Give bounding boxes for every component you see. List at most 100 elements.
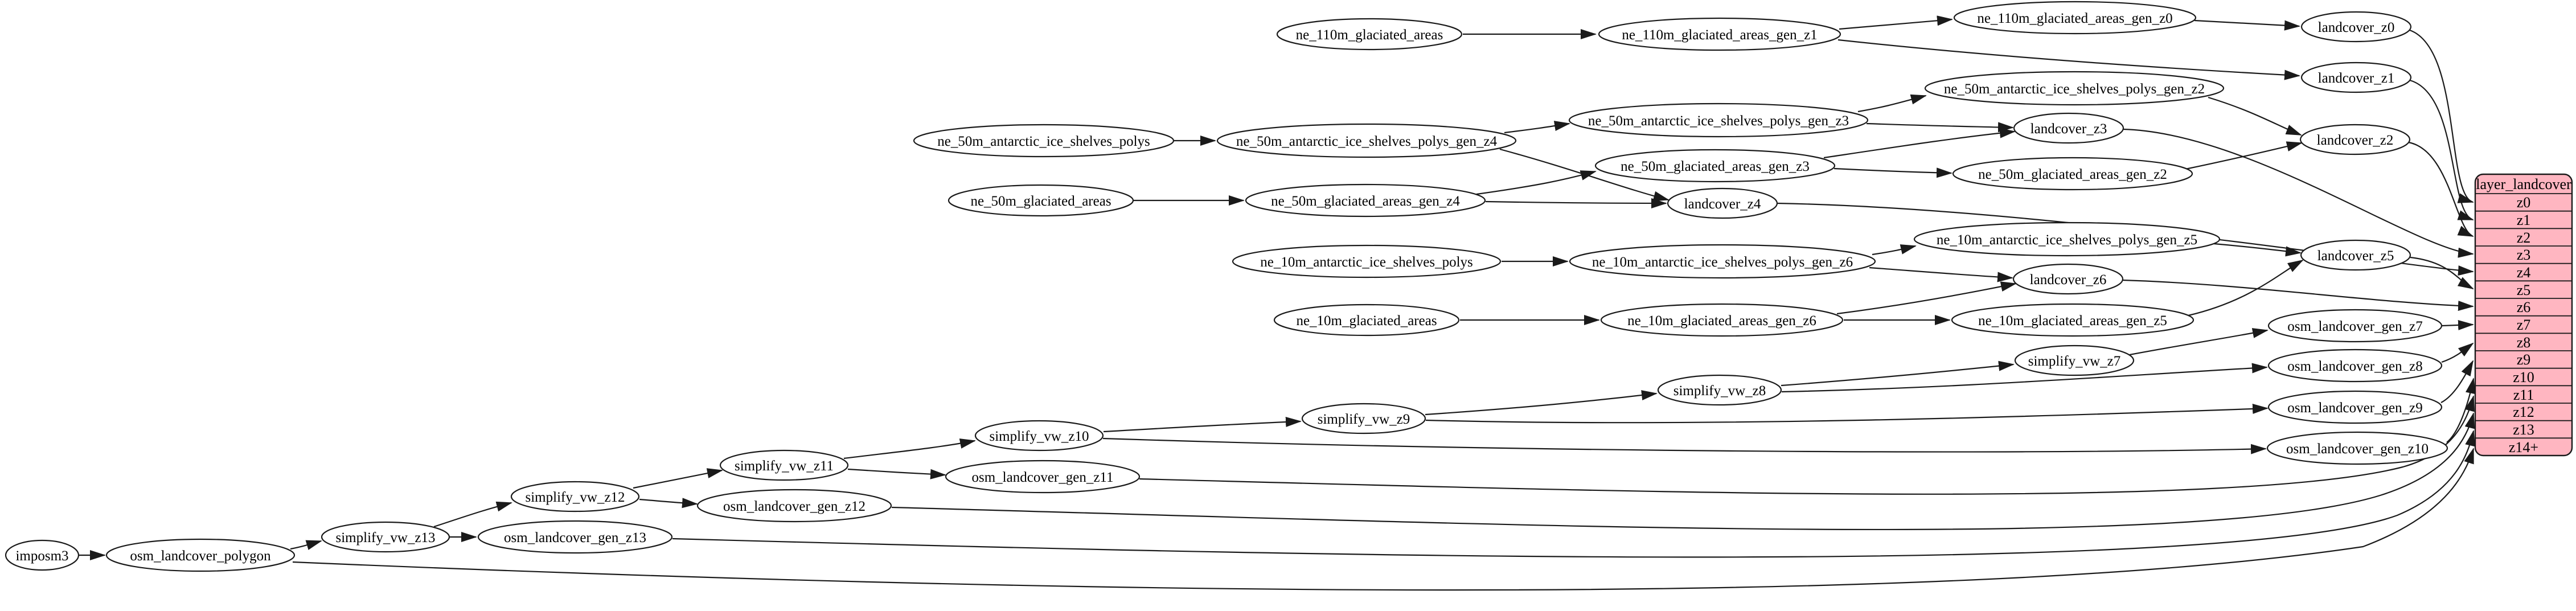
node-osm_landcover_gen_z7-shape xyxy=(2267,309,2443,343)
node-landcover_z4-shape xyxy=(1667,187,1778,219)
edge-osm_landcover_polygon-simplify_vw_z13 xyxy=(290,540,322,550)
edge-simplify_vw_z9-simplify_vw_z8 xyxy=(1425,390,1658,416)
node-ne_50m_glaciated_areas_gen_z2-label: ne_50m_glaciated_areas_gen_z2 xyxy=(1978,167,2167,182)
node-ne_10m_antarctic_ice_shelves_polys: ne_10m_antarctic_ice_shelves_polys xyxy=(1232,244,1502,278)
node-ne_50m_antarctic_ice_shelves_polys: ne_50m_antarctic_ice_shelves_polys xyxy=(913,124,1175,158)
table-row-z6: z6 xyxy=(2517,299,2531,315)
node-ne_10m_antarctic_ice_shelves_polys_gen_z5: ne_10m_antarctic_ice_shelves_polys_gen_z… xyxy=(1913,222,2221,257)
node-simplify_vw_z11: simplify_vw_z11 xyxy=(719,449,849,481)
node-simplify_vw_z12-label: simplify_vw_z12 xyxy=(526,490,625,505)
node-simplify_vw_z11-shape xyxy=(719,449,849,481)
node-ne_10m_glaciated_areas_gen_z5: ne_10m_glaciated_areas_gen_z5 xyxy=(1951,303,2194,337)
table-row-z3: z3 xyxy=(2517,247,2531,263)
node-ne_50m_antarctic_ice_shelves_polys-label: ne_50m_antarctic_ice_shelves_polys xyxy=(937,134,1150,149)
edge-landcover_z2-layer_landcover-z2 xyxy=(2408,141,2474,237)
node-simplify_vw_z8-shape xyxy=(1657,374,1782,406)
edge-simplify_vw_z12-osm_landcover_gen_z12 xyxy=(639,498,698,509)
node-ne_110m_glaciated_areas_gen_z1-label: ne_110m_glaciated_areas_gen_z1 xyxy=(1622,27,1817,43)
node-imposm3-label: imposm3 xyxy=(15,548,68,564)
edge-landcover_z1-layer_landcover-z1 xyxy=(2409,79,2474,221)
node-ne_110m_glaciated_areas_gen_z0-label: ne_110m_glaciated_areas_gen_z0 xyxy=(1977,11,2172,26)
node-ne_110m_glaciated_areas_gen_z0-shape xyxy=(1953,1,2197,35)
node-osm_landcover_gen_z9-shape xyxy=(2267,390,2443,424)
node-ne_10m_antarctic_ice_shelves_polys_gen_z5-label: ne_10m_antarctic_ice_shelves_polys_gen_z… xyxy=(1937,232,2197,248)
node-simplify_vw_z7: simplify_vw_z7 xyxy=(2014,345,2135,376)
node-ne_110m_glaciated_areas_gen_z0: ne_110m_glaciated_areas_gen_z0 xyxy=(1953,1,2197,35)
edge-simplify_vw_z11-osm_landcover_gen_z11 xyxy=(847,468,946,479)
node-ne_50m_antarctic_ice_shelves_polys-shape xyxy=(913,124,1175,158)
node-osm_landcover_gen_z12: osm_landcover_gen_z12 xyxy=(696,489,892,523)
edge-landcover_z0-layer_landcover-z0 xyxy=(2409,29,2474,203)
node-ne_50m_glaciated_areas_gen_z4: ne_50m_glaciated_areas_gen_z4 xyxy=(1245,183,1486,218)
node-ne_10m_glaciated_areas_gen_z6: ne_10m_glaciated_areas_gen_z6 xyxy=(1600,303,1844,337)
node-osm_landcover_gen_z10: osm_landcover_gen_z10 xyxy=(2266,431,2448,465)
node-ne_10m_antarctic_ice_shelves_polys-shape xyxy=(1232,244,1502,278)
edge-ne_50m_glaciated_areas_gen_z3-landcover_z3 xyxy=(1823,128,2016,159)
node-simplify_vw_z13: simplify_vw_z13 xyxy=(321,521,450,553)
node-simplify_vw_z10: simplify_vw_z10 xyxy=(974,420,1104,452)
edge-osm_landcover_polygon-layer_landcover-z14 xyxy=(292,448,2475,591)
node-landcover_z2-label: landcover_z2 xyxy=(2317,133,2394,148)
edge-ne_50m_antarctic_ice_shelves_polys_gen_z2-landcover_z2 xyxy=(2208,96,2302,136)
table-row-z4: z4 xyxy=(2517,264,2531,281)
edge-osm_landcover_gen_z13-layer_landcover-z13 xyxy=(672,430,2475,558)
table-row-z1: z1 xyxy=(2517,212,2531,228)
edge-ne_50m_glaciated_areas_gen_z3-ne_50m_glaciated_areas_gen_z2 xyxy=(1833,167,1952,178)
node-landcover_z0: landcover_z0 xyxy=(2300,11,2412,43)
node-ne_50m_glaciated_areas_gen_z2: ne_50m_glaciated_areas_gen_z2 xyxy=(1952,157,2193,191)
node-ne_10m_glaciated_areas-label: ne_10m_glaciated_areas xyxy=(1296,313,1437,329)
edge-simplify_vw_z10-simplify_vw_z9 xyxy=(1103,417,1302,433)
node-ne_10m_glaciated_areas_gen_z6-label: ne_10m_glaciated_areas_gen_z6 xyxy=(1627,313,1816,329)
node-ne_50m_glaciated_areas_gen_z2-shape xyxy=(1952,157,2193,191)
node-osm_landcover_gen_z10-label: osm_landcover_gen_z10 xyxy=(2286,441,2429,457)
nodes: imposm3 osm_landcover_polygon simplify_v… xyxy=(5,1,2448,572)
edge-osm_landcover_gen_z10-layer_landcover-z10 xyxy=(2446,378,2476,443)
edge-simplify_vw_z11-simplify_vw_z10 xyxy=(843,438,976,460)
node-simplify_vw_z10-label: simplify_vw_z10 xyxy=(990,429,1089,444)
node-simplify_vw_z9: simplify_vw_z9 xyxy=(1301,403,1426,434)
node-landcover_z5-label: landcover_z5 xyxy=(2317,248,2394,264)
node-osm_landcover_gen_z9: osm_landcover_gen_z9 xyxy=(2267,390,2443,424)
edge-ne_10m_antarctic_ice_shelves_polys_gen_z5-landcover_z5 xyxy=(2213,243,2302,257)
node-ne_50m_glaciated_areas-shape xyxy=(947,184,1134,217)
node-simplify_vw_z7-shape xyxy=(2014,345,2135,376)
node-osm_landcover_gen_z8: osm_landcover_gen_z8 xyxy=(2267,348,2443,383)
edge-ne_50m_antarctic_ice_shelves_polys_gen_z3-landcover_z3 xyxy=(1866,122,2014,133)
edge-osm_landcover_gen_z8-layer_landcover-z8 xyxy=(2441,342,2474,363)
node-simplify_vw_z13-shape xyxy=(321,521,450,553)
node-simplify_vw_z11-label: simplify_vw_z11 xyxy=(735,458,834,474)
node-ne_110m_glaciated_areas_gen_z1: ne_110m_glaciated_areas_gen_z1 xyxy=(1598,17,1841,51)
node-osm_landcover_polygon-label: osm_landcover_polygon xyxy=(130,548,271,564)
node-ne_10m_antarctic_ice_shelves_polys_gen_z6-label: ne_10m_antarctic_ice_shelves_polys_gen_z… xyxy=(1592,255,1853,270)
node-ne_50m_glaciated_areas-label: ne_50m_glaciated_areas xyxy=(970,194,1111,209)
edge-landcover_z3-layer_landcover-z3 xyxy=(2123,128,2474,258)
edge-ne_50m_glaciated_areas_gen_z4-landcover_z4 xyxy=(1485,198,1667,208)
edge-ne_10m_antarctic_ice_shelves_polys_gen_z6-ne_10m_antarctic_ice_shelves_polys_gen_z5 xyxy=(1872,244,1917,256)
node-simplify_vw_z10-shape xyxy=(974,420,1104,452)
node-ne_50m_antarctic_ice_shelves_polys_gen_z2-shape xyxy=(1924,71,2225,106)
node-ne_10m_antarctic_ice_shelves_polys_gen_z5-shape xyxy=(1913,222,2221,257)
node-landcover_z6: landcover_z6 xyxy=(2012,263,2124,295)
edge-ne_50m_antarctic_ice_shelves_polys_gen_z4-ne_50m_antarctic_ice_shelves_polys_gen_z3 xyxy=(1504,121,1570,134)
edge-simplify_vw_z8-osm_landcover_gen_z8 xyxy=(1781,363,2268,393)
edge-simplify_vw_z10-osm_landcover_gen_z10 xyxy=(1102,437,2267,454)
node-ne_110m_glaciated_areas-shape xyxy=(1276,18,1463,51)
table-row-z8: z8 xyxy=(2517,334,2531,351)
table-row-z0: z0 xyxy=(2517,194,2531,211)
edge-ne_50m_glaciated_areas_gen_z2-landcover_z2 xyxy=(2185,141,2303,170)
node-simplify_vw_z13-label: simplify_vw_z13 xyxy=(336,530,436,546)
node-ne_110m_glaciated_areas_gen_z1-shape xyxy=(1598,17,1841,51)
node-ne_50m_glaciated_areas_gen_z3-shape xyxy=(1594,149,1836,183)
table-row-z2: z2 xyxy=(2517,229,2531,246)
edge-ne_110m_glaciated_areas_gen_z0-landcover_z0 xyxy=(2194,19,2300,31)
node-ne_10m_glaciated_areas: ne_10m_glaciated_areas xyxy=(1273,304,1460,337)
node-osm_landcover_gen_z12-label: osm_landcover_gen_z12 xyxy=(723,499,865,514)
node-osm_landcover_gen_z10-shape xyxy=(2266,431,2448,465)
node-ne_50m_antarctic_ice_shelves_polys_gen_z3-shape xyxy=(1568,102,1869,138)
table-row-z11: z11 xyxy=(2513,387,2534,403)
node-ne_10m_glaciated_areas_gen_z5-label: ne_10m_glaciated_areas_gen_z5 xyxy=(1978,313,2167,329)
node-landcover_z4: landcover_z4 xyxy=(1667,187,1778,219)
node-landcover_z0-shape xyxy=(2300,11,2412,43)
node-ne_50m_antarctic_ice_shelves_polys_gen_z3-label: ne_50m_antarctic_ice_shelves_polys_gen_z… xyxy=(1588,113,1849,129)
